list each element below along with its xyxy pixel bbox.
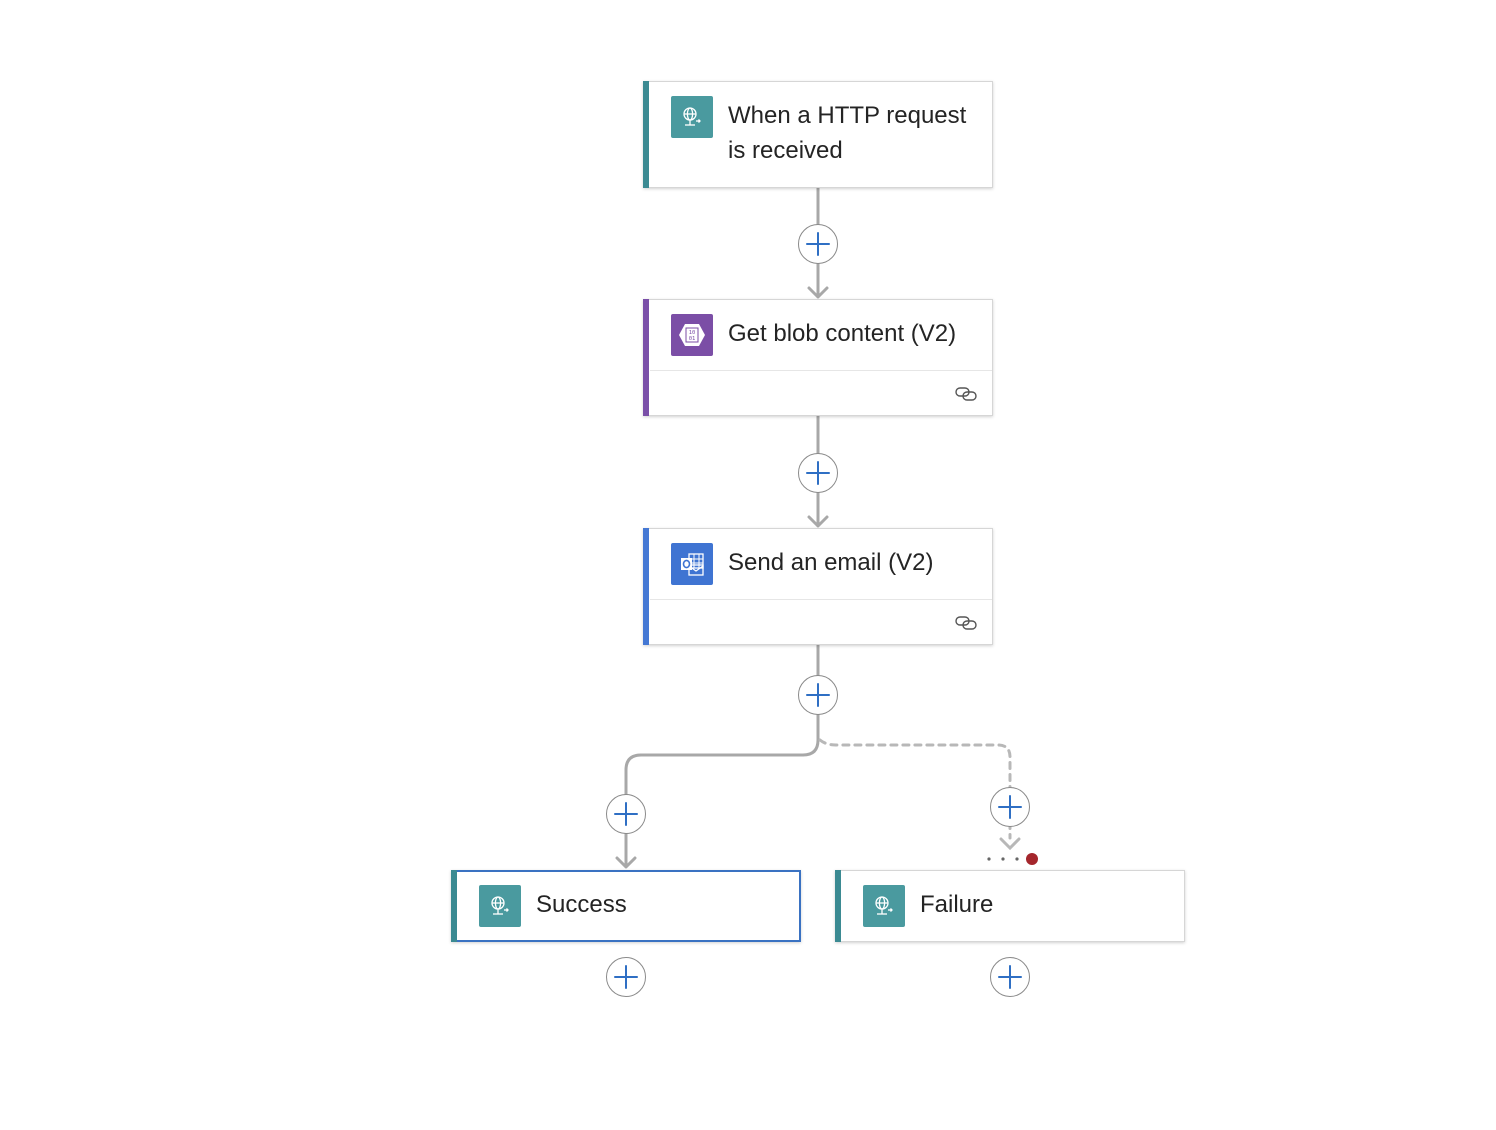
get-blob-title: Get blob content (V2) (728, 320, 957, 347)
http-response-icon (863, 885, 905, 927)
add-parallel-branch-after-send-email[interactable] (798, 675, 838, 715)
run-after-dot-1 (987, 857, 991, 861)
card-accent-bar (835, 870, 841, 942)
plus-icon (998, 795, 1022, 819)
plus-icon (806, 461, 830, 485)
plus-icon (806, 683, 830, 707)
add-action-before-success[interactable] (606, 794, 646, 834)
card-divider (650, 599, 992, 600)
send-email-title: Send an email (V2) (728, 549, 934, 576)
outlook-icon (671, 543, 713, 585)
add-action-after-success[interactable] (606, 957, 646, 997)
svg-text:10: 10 (689, 330, 696, 336)
arrowhead-success (615, 856, 637, 869)
card-accent-bar (643, 81, 649, 188)
run-after-failed-indicator[interactable] (1026, 853, 1038, 865)
svg-text:01: 01 (689, 336, 696, 342)
action-card-failure[interactable]: Failure (835, 870, 1185, 942)
action-card-send-email[interactable]: Send an email (V2) (643, 528, 993, 645)
action-card-success[interactable]: Success (451, 870, 801, 942)
card-accent-bar (451, 870, 457, 942)
action-card-get-blob-content[interactable]: 10 01 Get blob content (V2) (643, 299, 993, 416)
http-request-icon (671, 96, 713, 138)
arrowhead-email (807, 515, 829, 528)
plus-icon (806, 232, 830, 256)
run-after-dot-3 (1015, 857, 1019, 861)
connector-to-failure (818, 738, 1012, 840)
add-action-before-failure[interactable] (990, 787, 1030, 827)
connector-to-success (624, 738, 820, 868)
card-divider (650, 370, 992, 371)
plus-icon (998, 965, 1022, 989)
trigger-card-http-request[interactable]: When a HTTP request is received (643, 81, 993, 188)
card-accent-bar (643, 528, 649, 645)
card-accent-bar (643, 299, 649, 416)
http-response-icon (479, 885, 521, 927)
add-action-after-get-blob[interactable] (798, 453, 838, 493)
arrowhead-failure (999, 837, 1021, 851)
plus-icon (614, 802, 638, 826)
trigger-title: When a HTTP request is received (728, 102, 967, 164)
run-after-dot-2 (1001, 857, 1005, 861)
azure-blob-icon: 10 01 (671, 314, 713, 356)
plus-icon (614, 965, 638, 989)
connection-link-icon[interactable] (954, 385, 978, 403)
add-action-after-failure[interactable] (990, 957, 1030, 997)
arrowhead-blob (807, 286, 829, 299)
failure-title: Failure (920, 891, 994, 918)
add-action-after-trigger[interactable] (798, 224, 838, 264)
success-title: Success (536, 891, 627, 918)
connection-link-icon[interactable] (954, 614, 978, 632)
